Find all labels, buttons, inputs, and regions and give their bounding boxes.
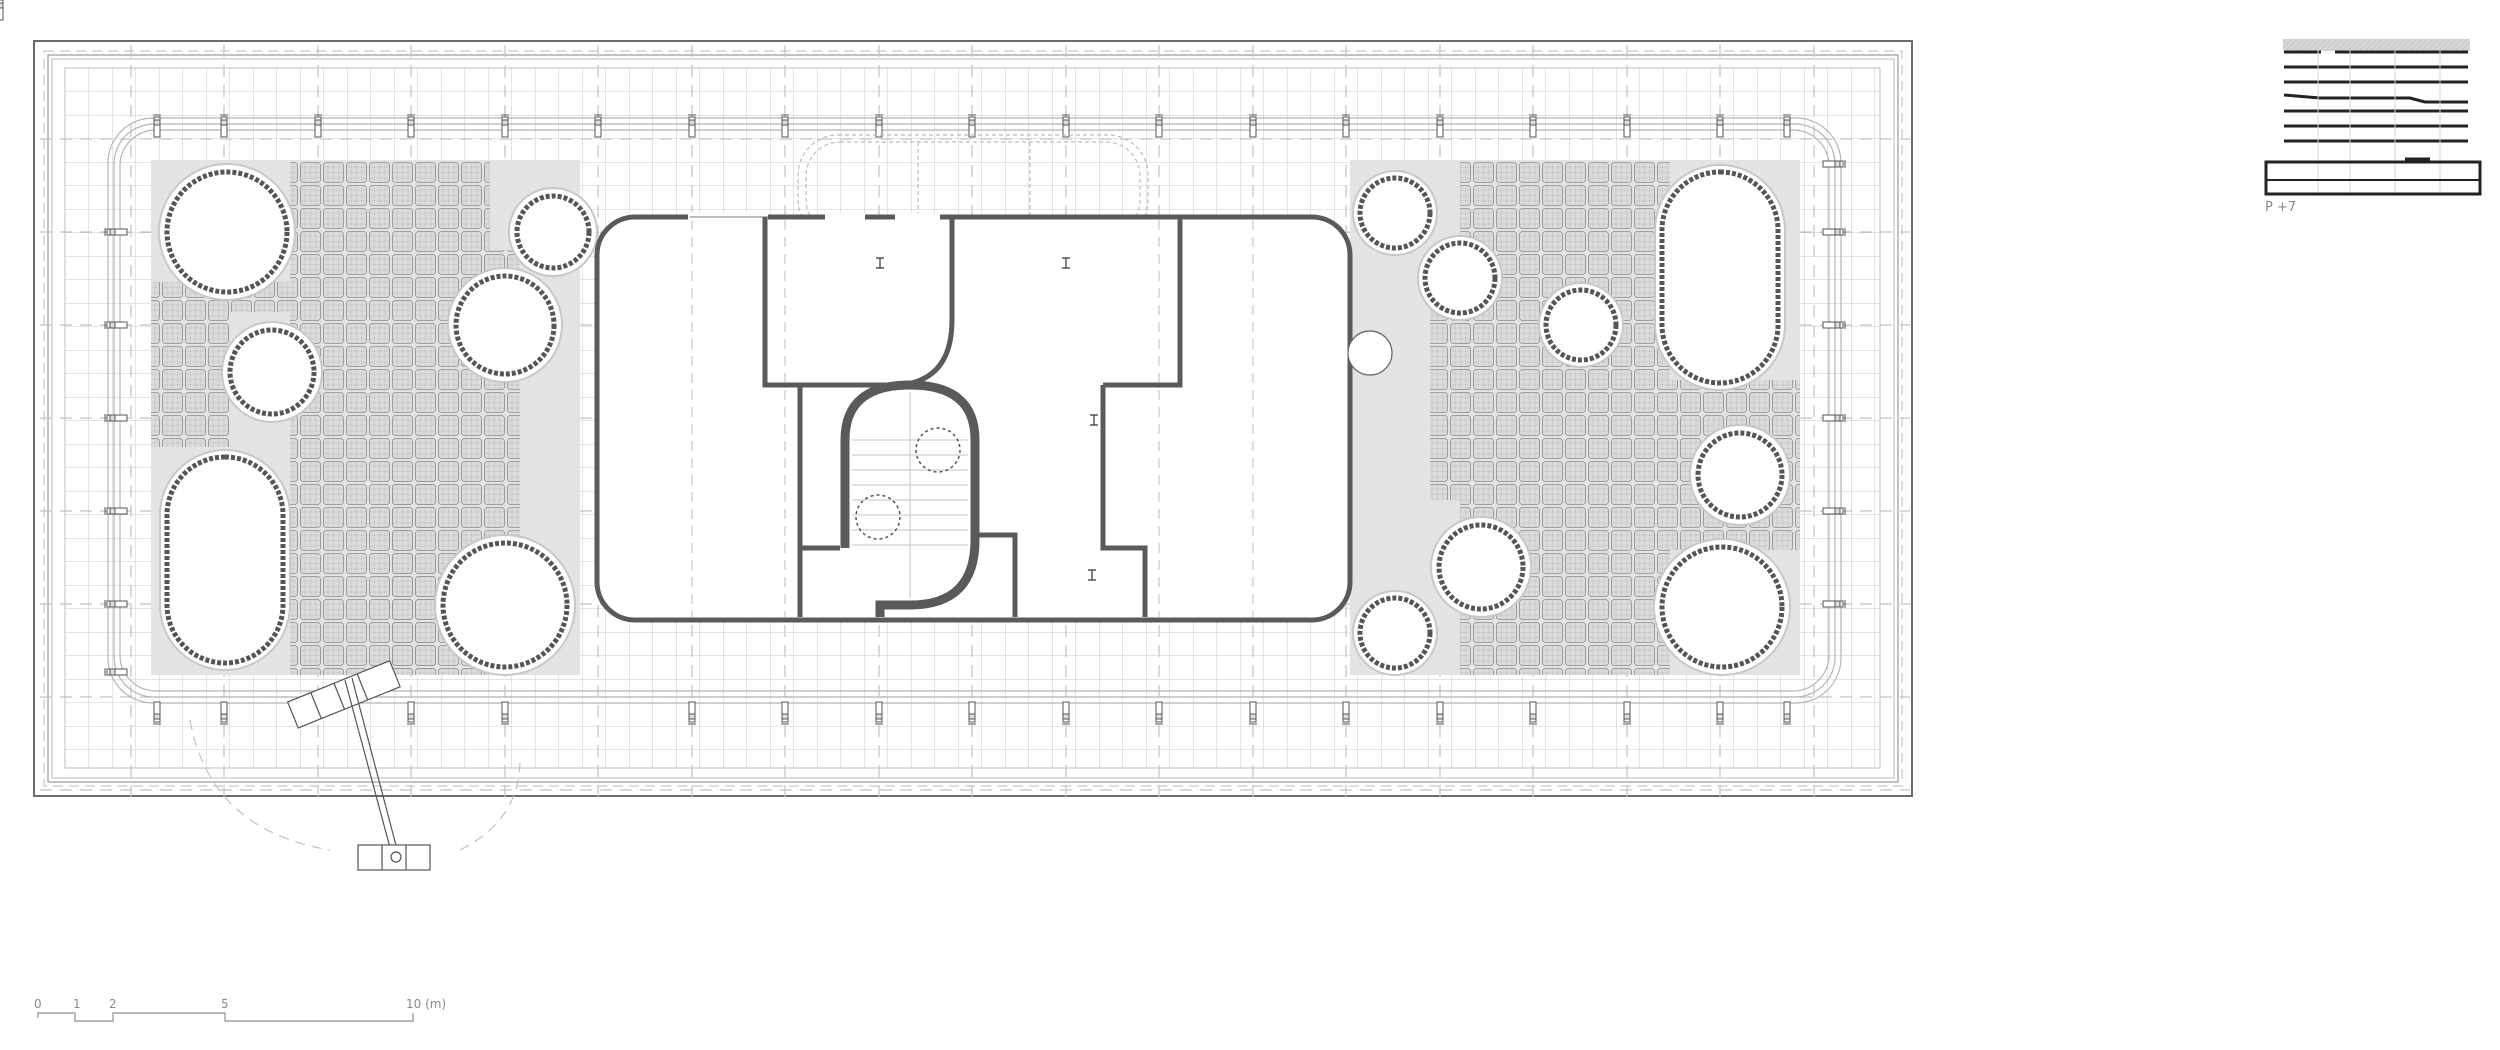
lamp-row-top [153,114,1791,138]
planter-right-2 [1417,235,1503,321]
stair-core [840,380,980,617]
planter-right-5 [1430,516,1532,618]
planter-right-7 [1352,590,1438,676]
planter-right-oval [1654,164,1786,391]
scale-tick-1: 1 [73,997,81,1011]
planter-right-4 [1689,424,1791,526]
scale-tick-5: 5 [221,997,229,1011]
lamp-row-bottom [153,701,1791,725]
planter-left-3 [447,267,563,383]
planter-left-5 [434,534,576,676]
planter-right-3 [1538,282,1624,368]
scale-tick-2: 2 [109,997,117,1011]
revolving-entry [1347,330,1393,376]
planter-left-4 [221,321,323,423]
interior-walls [762,217,1183,617]
crane [286,660,431,871]
planter-right-1 [1352,170,1438,256]
lamp-col-left [104,228,128,676]
skylight-circle-1 [915,427,961,473]
scale-tick-0: 0 [34,997,42,1011]
skylight-circle-2 [855,494,901,540]
scale-tick-10: 10 (m) [406,997,447,1011]
planter-right-6 [1653,538,1791,676]
planter-left-oval [159,449,291,671]
lamp-posts [0,0,4,21]
planter-left-1 [158,163,296,301]
key-elevation [2264,39,2482,196]
planter-left-2 [508,187,598,277]
lamp-col-right [1822,160,1846,608]
planters [158,163,1791,676]
crane-swing-arc [189,719,521,851]
scale-bar [37,1012,414,1022]
key-plan-label: P +7 [2265,200,2297,215]
column-markers [876,257,1098,581]
